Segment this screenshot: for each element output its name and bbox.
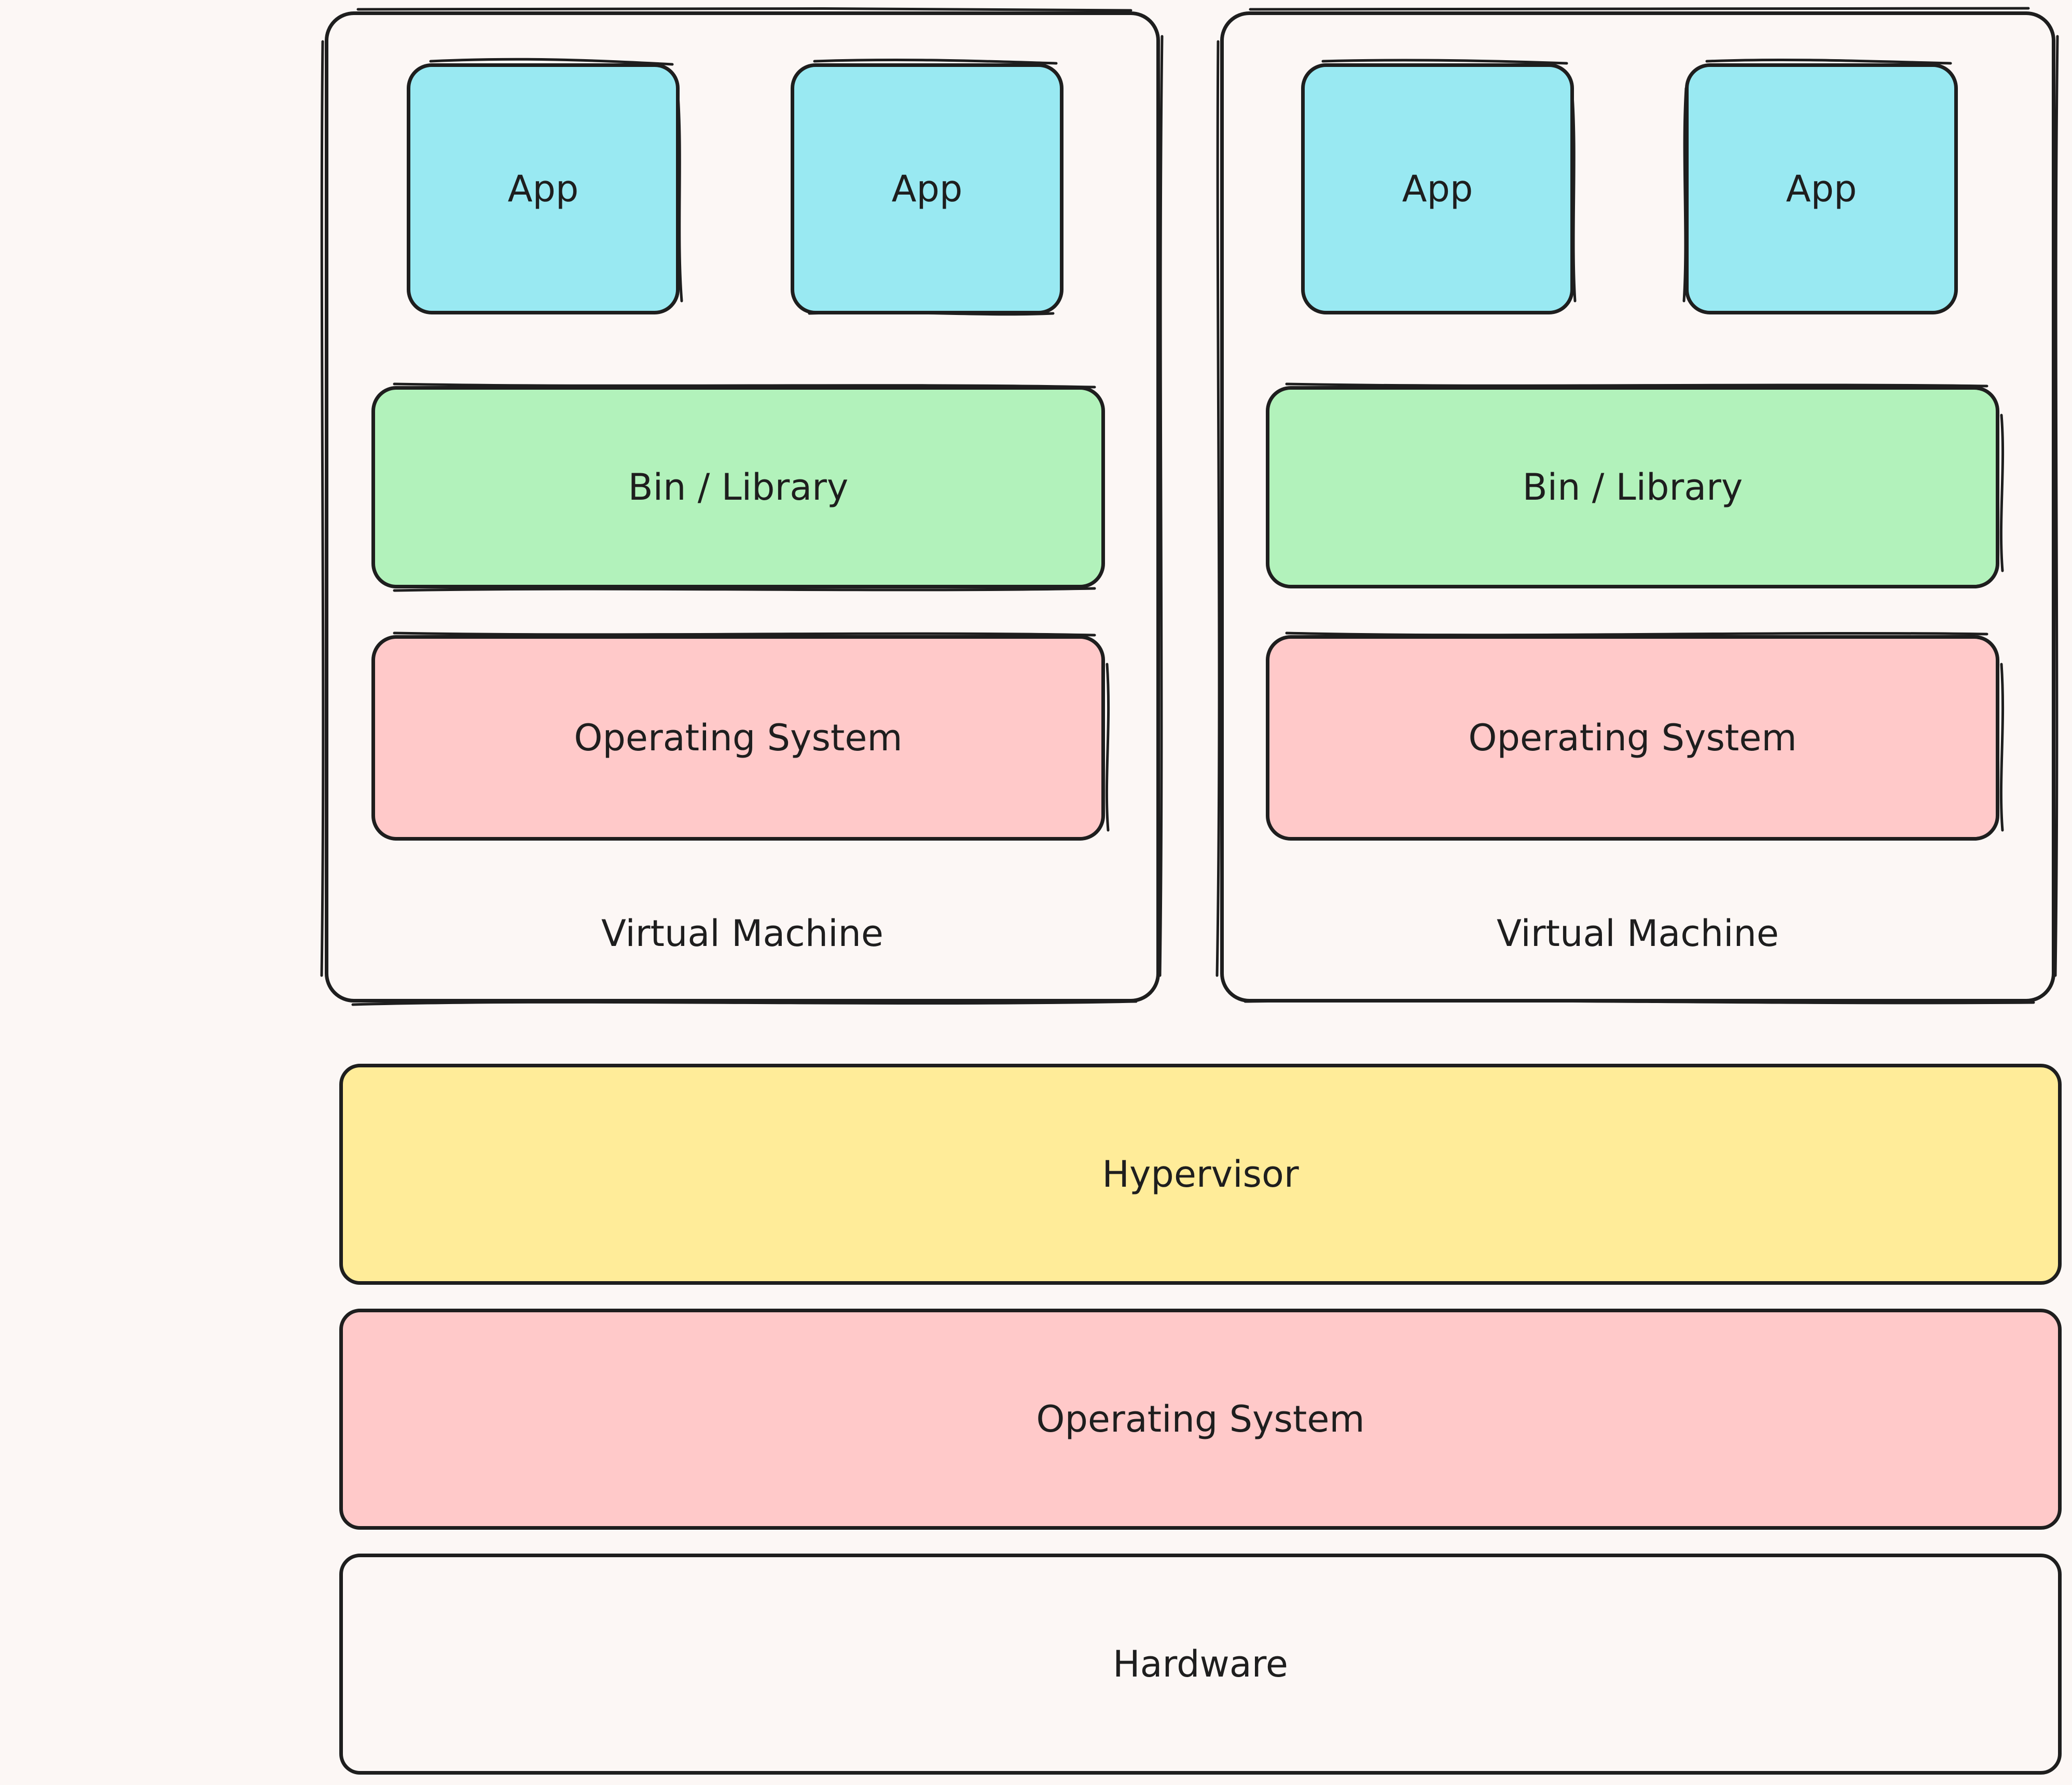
app-label: App [507,168,579,210]
bin-library-label: Bin / Library [628,466,849,509]
operating-system-label: Operating System [574,717,903,759]
vm2-guest-operating-system: Operating System [1266,635,1999,841]
vm-label: Virtual Machine [601,912,883,955]
vm-label: Virtual Machine [1496,912,1779,955]
app-label: App [1402,168,1473,210]
app-label: App [891,168,963,210]
vm1-app-1: App [407,63,680,314]
vm1-guest-operating-system: Operating System [371,635,1105,841]
hardware-label: Hardware [1113,1643,1288,1685]
hypervisor-label: Hypervisor [1102,1153,1299,1196]
vm1-app-2: App [791,63,1063,314]
host-operating-system-label: Operating System [1036,1398,1365,1440]
vm1-bin-library: Bin / Library [371,386,1105,588]
hardware-layer: Hardware [339,1554,2062,1775]
vm2-app-1: App [1301,63,1574,314]
host-operating-system-layer: Operating System [339,1309,2062,1530]
bin-library-label: Bin / Library [1522,466,1743,509]
vm2-app-2: App [1685,63,1958,314]
hypervisor-layer: Hypervisor [339,1064,2062,1285]
vm2-bin-library: Bin / Library [1266,386,1999,588]
operating-system-label: Operating System [1468,717,1797,759]
app-label: App [1786,168,1857,210]
